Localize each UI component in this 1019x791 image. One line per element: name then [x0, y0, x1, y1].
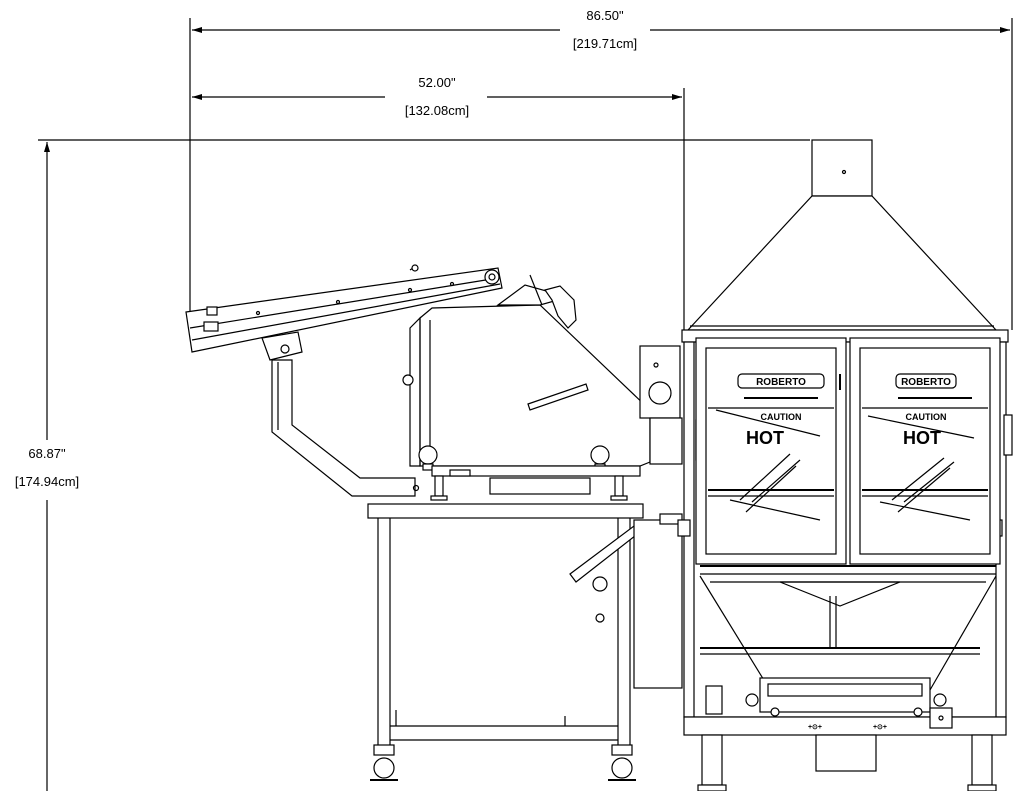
- overall-height-inches: 68.87": [28, 446, 66, 461]
- overall-width-inches: 86.50": [586, 8, 624, 23]
- conveyor-width-inches: 52.00": [418, 75, 456, 90]
- right-glass-door: ROBERTO CAUTION HOT: [849, 337, 1001, 565]
- conveyor-width-cm: [132.08cm]: [405, 103, 469, 118]
- left-door-hot-label: HOT: [746, 428, 784, 448]
- svg-text:+⊙+: +⊙+: [808, 724, 822, 731]
- right-door-hot-label: HOT: [903, 428, 941, 448]
- left-door-brand-label: ROBERTO: [756, 377, 806, 388]
- left-glass-door: ROBERTO CAUTION HOT: [695, 337, 847, 565]
- overall-height-dimension: 68.87" [174.94cm]: [15, 139, 810, 791]
- hood: [686, 139, 998, 331]
- inclined-conveyor: [185, 264, 503, 353]
- lower-chamber: +⊙+ +⊙+: [697, 565, 997, 791]
- overall-width-dimension: 86.50" [219.71cm]: [189, 8, 1013, 330]
- svg-text:+⊙+: +⊙+: [873, 724, 887, 731]
- motor-box: [639, 345, 683, 465]
- discharge-chute: [569, 513, 683, 689]
- conveyor-support-arm: [261, 331, 420, 497]
- slicer-housing: [402, 274, 651, 501]
- stand-table: [367, 503, 644, 781]
- conveyor-width-dimension: 52.00" [132.08cm]: [192, 75, 685, 340]
- left-door-caution-label: CAUTION: [761, 412, 802, 422]
- overall-width-cm: [219.71cm]: [573, 36, 637, 51]
- overall-height-cm: [174.94cm]: [15, 474, 79, 489]
- right-door-caution-label: CAUTION: [906, 412, 947, 422]
- right-door-brand-label: ROBERTO: [901, 377, 951, 388]
